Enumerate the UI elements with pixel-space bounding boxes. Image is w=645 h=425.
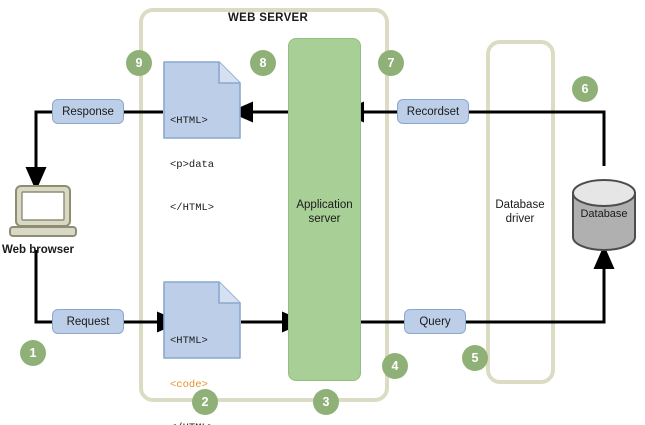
doc-line: </HTML> (170, 202, 215, 214)
recordset-box[interactable]: Recordset (397, 99, 469, 124)
page-document-icon (163, 61, 241, 139)
doc-line: <HTML> (170, 115, 208, 127)
application-server-label: Application server (296, 199, 353, 225)
step-badge-3: 3 (313, 389, 339, 415)
step-badge-1: 1 (20, 340, 46, 366)
response-document-text: <HTML> <p>data </HTML> (170, 85, 242, 245)
step-badge-7: 7 (378, 50, 404, 76)
request-document-text: <HTML> <code> </HTML> (170, 305, 242, 425)
page-document-icon (163, 281, 241, 359)
request-box[interactable]: Request (52, 309, 124, 334)
database-cylinder-icon (571, 179, 637, 251)
database-label: Database (580, 208, 628, 220)
doc-line: <p>data (170, 158, 215, 171)
laptop-icon (9, 185, 77, 237)
step-badge-2: 2 (192, 389, 218, 415)
web-server-container (139, 8, 389, 402)
doc-line: </HTML> (170, 421, 242, 425)
database-driver-label: Database driver (495, 199, 545, 225)
web-server-title: WEB SERVER (228, 12, 309, 24)
response-html-document: <HTML> <p>data </HTML> (163, 61, 241, 214)
application-server-block (288, 38, 361, 381)
doc-line: <HTML> (170, 335, 208, 347)
web-browser-label: Web browser (2, 244, 74, 256)
step-badge-6: 6 (572, 76, 598, 102)
step-badge-4: 4 (382, 353, 408, 379)
query-box[interactable]: Query (404, 309, 466, 334)
response-box[interactable]: Response (52, 99, 124, 124)
database-driver-container (486, 40, 555, 384)
step-badge-5: 5 (462, 345, 488, 371)
request-html-document: <HTML> <code> </HTML> (163, 281, 241, 425)
step-badge-9: 9 (126, 50, 152, 76)
doc-line-code: <code> (170, 378, 208, 391)
step-badge-8: 8 (250, 50, 276, 76)
